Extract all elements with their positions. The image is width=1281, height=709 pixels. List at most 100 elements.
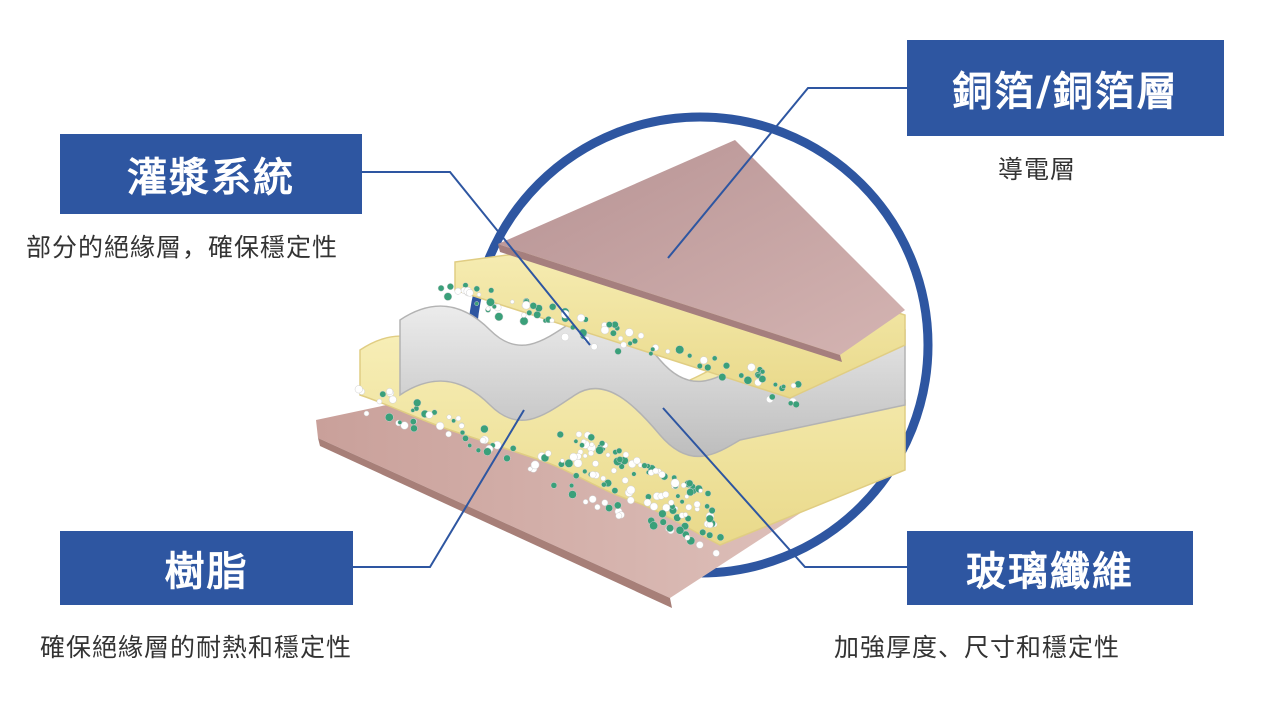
filler-particle — [616, 456, 624, 463]
filler-particle — [668, 499, 675, 506]
filler-particle — [435, 421, 445, 431]
filler-particle — [631, 471, 637, 477]
filler-particle — [400, 421, 409, 430]
filler-particle — [637, 332, 645, 339]
copper-foil-description: 導電層 — [998, 155, 1077, 184]
filler-particle — [588, 495, 597, 504]
filler-particle — [576, 313, 586, 322]
filler-particle — [376, 398, 383, 405]
filler-particle — [582, 499, 589, 505]
filler-particle — [462, 435, 469, 442]
filler-particle — [743, 376, 753, 385]
filler-particle — [718, 373, 727, 382]
filler-particle — [625, 328, 634, 337]
filler-particle — [631, 338, 638, 345]
filler-particle — [379, 390, 387, 398]
filler-particle — [480, 424, 489, 434]
filler-particle — [575, 431, 583, 438]
filler-particle — [781, 384, 787, 390]
filler-particle — [610, 329, 617, 337]
bottom-copper-edge — [318, 438, 672, 608]
filler-particle — [560, 458, 565, 463]
filler-particle — [409, 418, 417, 425]
leader-line-copper — [667, 87, 907, 259]
filler-particle — [686, 479, 694, 487]
filler-particle — [582, 453, 588, 459]
filler-particle — [605, 452, 611, 458]
filler-particle — [509, 445, 517, 452]
filler-particle — [698, 488, 703, 493]
filler-particle — [561, 333, 570, 342]
filler-particle — [649, 502, 659, 511]
resin-description: 確保絕緣層的耐熱和穩定性 — [40, 633, 353, 662]
glass-fiber-description: 加強厚度、尺寸和穩定性 — [834, 633, 1121, 662]
filler-particle — [550, 482, 558, 489]
filler-particle — [696, 363, 703, 369]
filler-particle — [666, 524, 674, 533]
filler-particle — [519, 316, 529, 326]
filler-particle — [606, 321, 613, 328]
filler-particle — [587, 433, 595, 441]
filler-particle — [413, 398, 422, 407]
filler-particle — [485, 306, 491, 312]
filler-particle — [772, 382, 778, 388]
filler-particle — [600, 325, 610, 335]
filler-particle — [437, 284, 445, 292]
filler-particle — [476, 292, 482, 297]
filler-particle — [600, 475, 606, 482]
filler-particle — [665, 348, 671, 354]
filler-particle — [648, 351, 654, 357]
filler-particle — [564, 459, 574, 468]
filler-particle — [716, 533, 725, 542]
filler-particle — [680, 482, 687, 489]
filler-particle — [549, 303, 557, 311]
filler-particle — [687, 353, 693, 359]
filler-particle — [384, 412, 394, 422]
filler-particle — [473, 285, 480, 292]
filler-particle — [699, 356, 708, 365]
filler-particle — [621, 477, 629, 484]
filler-particle — [363, 410, 370, 417]
filler-particle — [684, 494, 690, 499]
filler-particle — [494, 312, 504, 322]
leader-line-resin — [353, 409, 525, 568]
filler-particle — [425, 411, 434, 419]
filler-particle — [475, 447, 482, 453]
filler-particle — [483, 447, 492, 456]
filler-particle — [445, 430, 452, 438]
filler-particle — [588, 450, 594, 457]
filler-particle — [758, 375, 767, 383]
filler-particle — [454, 287, 462, 295]
filler-particle — [386, 388, 394, 396]
filler-particle — [675, 345, 685, 355]
filler-particle — [738, 372, 745, 379]
filler-particle — [601, 499, 609, 507]
filler-particle — [610, 467, 617, 474]
top-copper-edge — [498, 244, 842, 362]
filler-particle — [620, 341, 627, 349]
filler-particle — [474, 301, 480, 306]
filler-particle — [705, 514, 714, 523]
filler-particle — [451, 418, 456, 424]
filler-particles — [354, 282, 802, 557]
filler-particle — [792, 400, 800, 408]
filler-particle — [599, 440, 606, 447]
filler-particle — [699, 528, 707, 536]
filler-particle — [533, 310, 542, 319]
filler-particle — [397, 420, 403, 425]
filler-particle — [467, 443, 473, 448]
filler-particle — [503, 454, 511, 462]
filler-particle — [466, 289, 474, 297]
filler-particle — [662, 491, 670, 498]
filler-particle — [696, 541, 704, 549]
filler-particle — [682, 512, 688, 518]
filler-particle — [627, 496, 635, 505]
filler-particle — [704, 363, 712, 372]
filler-particle — [521, 312, 527, 318]
filler-particle — [410, 408, 416, 413]
filler-particle — [458, 422, 465, 429]
filler-particle — [618, 463, 625, 470]
filler-particle — [569, 452, 578, 462]
filler-particle — [479, 437, 487, 444]
